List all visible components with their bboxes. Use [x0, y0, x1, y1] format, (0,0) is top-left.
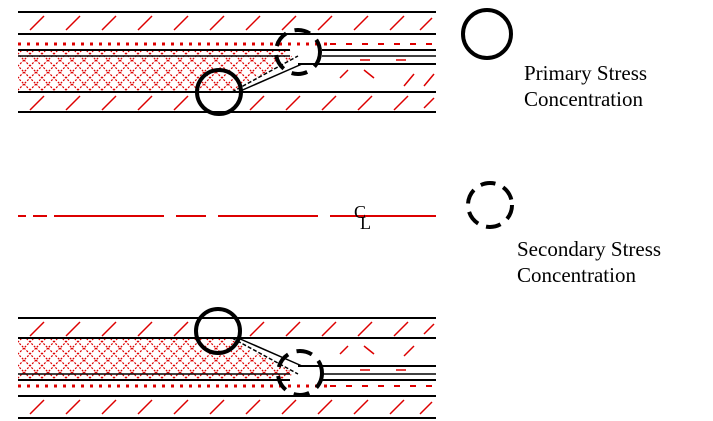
top-secondary-stress-circle [274, 28, 322, 76]
bottom-joint [18, 307, 436, 419]
bottom-primary-stress-circle [194, 307, 242, 355]
legend-primary-label: Primary Stress Concentration [524, 60, 647, 112]
solid-circle-icon [461, 8, 513, 60]
centerline-c: C [354, 202, 367, 222]
legend-primary-line2: Concentration [524, 87, 643, 111]
top-primary-stress-circle [195, 68, 243, 116]
legend-secondary-label: Secondary Stress Concentration [517, 236, 661, 288]
bottom-filler-crosshatch [18, 338, 292, 380]
bottom-secondary-stress-circle [276, 349, 324, 397]
dashed-circle-icon [466, 181, 514, 229]
legend-secondary-line2: Concentration [517, 263, 636, 287]
centerline-l: L [360, 213, 371, 233]
legend-secondary-line1: Secondary Stress [517, 237, 662, 261]
top-filler-crosshatch [18, 50, 292, 92]
top-joint [18, 11, 436, 116]
legend-primary-line1: Primary Stress [524, 61, 648, 85]
